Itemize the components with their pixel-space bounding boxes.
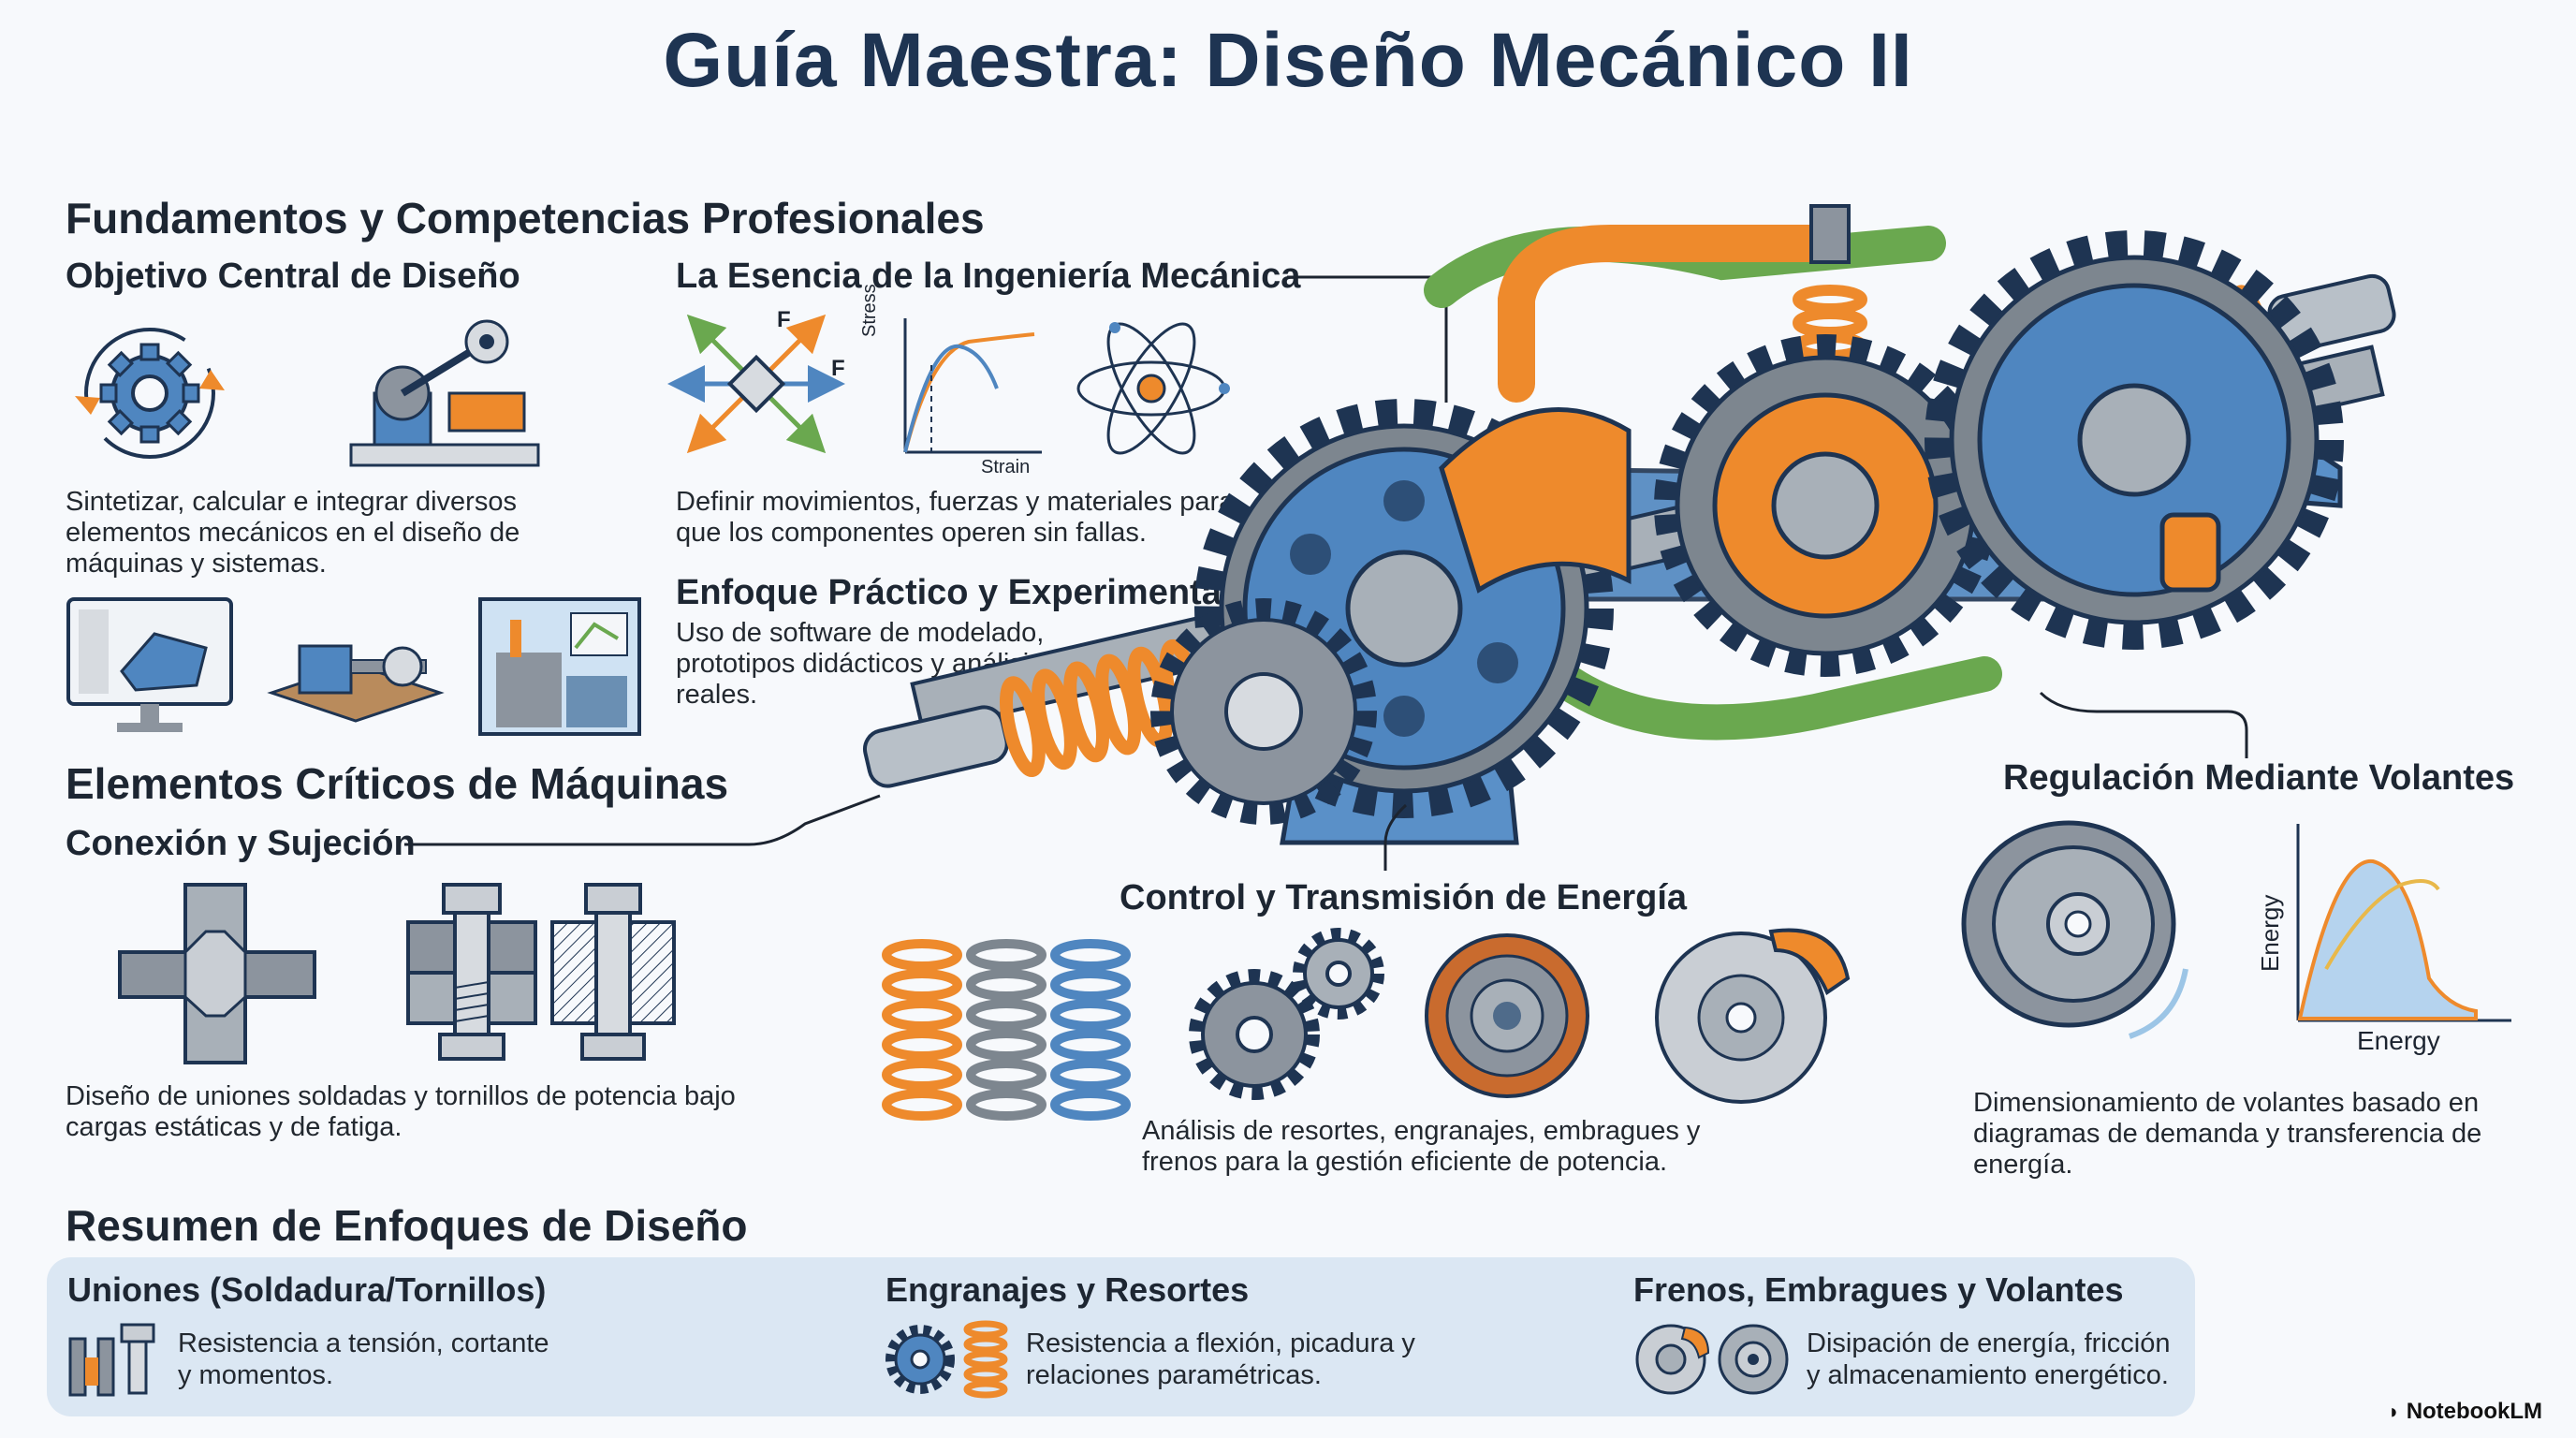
section-heading-fundamentos: Fundamentos y Competencias Profesionales	[66, 194, 985, 242]
energy-chart-icon	[2296, 824, 2511, 1022]
esencia-text: Definir movimientos, fuerzas y materiale…	[676, 487, 1235, 548]
volantes-text: Dimensionamiento de volantes basado en d…	[1973, 1088, 2482, 1180]
computer-monitor-icon	[66, 597, 233, 732]
summary-title-uniones: Uniones (Soldadura/Tornillos)	[67, 1270, 547, 1309]
weld-bolt-icon	[68, 1323, 155, 1397]
factory-photo-icon	[478, 597, 641, 736]
esencia-heading: La Esencia de la Ingeniería Mecánica	[676, 257, 1301, 296]
summary-text-engranajes: Resistencia a flexión, picadura y relaci…	[1026, 1328, 1415, 1390]
summary-title-frenos: Frenos, Embragues y Volantes	[1633, 1270, 2124, 1309]
section-heading-resumen: Resumen de Enfoques de Diseño	[66, 1201, 748, 1250]
brand-name: NotebookLM	[2406, 1399, 2542, 1424]
control-heading: Control y Transmisión de Energía	[1120, 878, 1688, 917]
bolt-joint-icon	[406, 883, 537, 1061]
control-text: Análisis de resortes, engranajes, embrag…	[1142, 1116, 1701, 1177]
gear-cycle-icon	[75, 328, 225, 459]
piston-machine-icon	[349, 319, 540, 467]
welded-joint-icon	[118, 883, 316, 1064]
summary-panel	[47, 1257, 2195, 1416]
conexion-text: Diseño de uniones soldadas y tornillos d…	[66, 1081, 736, 1142]
brand-logo: ◗ NotebookLM	[2388, 1399, 2542, 1425]
objetivo-heading: Objetivo Central de Diseño	[66, 257, 520, 296]
summary-text-frenos: Disipación de energía, fricción y almace…	[1807, 1328, 2171, 1390]
prototype-icon	[267, 644, 445, 723]
gears-icon	[1189, 928, 1384, 1100]
objetivo-text: Sintetizar, calcular e integrar diversos…	[66, 487, 520, 579]
conexion-heading: Conexión y Sujeción	[66, 824, 416, 863]
energy-x-label: Energy	[2357, 1026, 2440, 1055]
springs-icon	[882, 939, 1131, 1121]
volantes-heading: Regulación Mediante Volantes	[2003, 758, 2515, 798]
enfoque-heading: Enfoque Práctico y Experimental	[676, 573, 1232, 612]
bolt-section-icon	[550, 883, 676, 1061]
force-label-1: F	[777, 307, 791, 332]
clutch-plate-icon	[1425, 933, 1589, 1098]
gearbox-assembly-illustration	[863, 204, 2396, 845]
stress-strain-chart-icon	[903, 318, 1042, 454]
page-title: Guía Maestra: Diseño Mecánico II	[663, 18, 1913, 103]
section-heading-elementos: Elementos Críticos de Máquinas	[66, 759, 729, 808]
summary-text-uniones: Resistencia a tensión, cortante y moment…	[178, 1328, 549, 1390]
energy-y-label: Energy	[2256, 894, 2284, 972]
flywheel-icon	[1961, 820, 2188, 1039]
disc-brake-icon	[1655, 928, 1851, 1104]
strain-label: Strain	[981, 457, 1031, 477]
notebook-logo-icon: ◗	[2387, 1400, 2401, 1423]
force-diagram-icon	[667, 314, 845, 454]
atom-icon	[1076, 322, 1230, 455]
summary-title-engranajes: Engranajes y Resortes	[886, 1270, 1250, 1309]
gear-spring-icon	[886, 1320, 1008, 1399]
force-label-2: F	[831, 356, 845, 381]
brake-flywheel-icon	[1635, 1324, 1789, 1395]
